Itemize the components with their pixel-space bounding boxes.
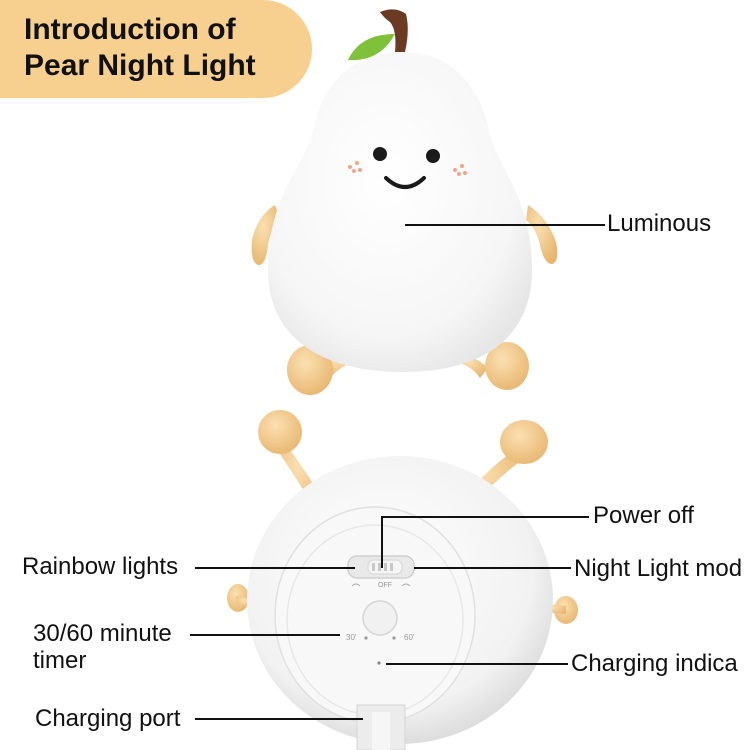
title-line-1: Introduction of: [24, 13, 236, 46]
label-luminous: Luminous: [607, 210, 712, 237]
leader-rainbow: [195, 567, 355, 569]
leader-charging-port: [195, 718, 363, 720]
charging-indicator-dot: [377, 661, 381, 665]
upper-left-foot: [258, 410, 302, 454]
right-freckles: [453, 164, 467, 176]
leader-power-off: [381, 516, 589, 518]
leader-power-off-vertical: [381, 516, 383, 568]
upper-right-foot: [500, 420, 548, 464]
label-charging-port: Charging port: [35, 705, 181, 732]
leaf: [348, 34, 395, 61]
leader-night-mode: [414, 567, 571, 569]
right-eye: [426, 149, 440, 163]
left-freckles: [348, 161, 362, 173]
leader-charging-indicator: [386, 663, 568, 665]
stem: [380, 9, 408, 52]
label-power-off: Power off: [593, 502, 694, 529]
left-eye: [373, 147, 387, 161]
right-foot: [485, 342, 529, 390]
label-rainbow-lights: Rainbow lights: [22, 553, 179, 580]
left-foot: [287, 345, 333, 395]
label-timer-line2: timer: [33, 647, 87, 674]
title-line-2: Pear Night Light: [24, 49, 256, 82]
pear-body: [268, 52, 532, 372]
leader-luminous: [405, 224, 605, 226]
right-arm: [526, 205, 558, 264]
timer-30-mark: 30': [346, 633, 357, 642]
label-timer-line1: 30/60 minute: [33, 620, 172, 647]
switch-off-text: OFF: [378, 582, 392, 589]
label-night-light-mode: Night Light mod: [574, 555, 743, 582]
timer-button: [362, 600, 398, 636]
leader-timer: [190, 634, 340, 636]
pear-front-view: [251, 9, 558, 395]
title-badge: [0, 0, 312, 98]
smile: [384, 176, 426, 189]
timer-60-mark: 60': [404, 633, 415, 642]
label-charging-indicator: Charging indica: [571, 650, 738, 677]
pear-bottom-view: OFF 30' 60': [227, 410, 578, 750]
left-arm: [251, 205, 280, 266]
